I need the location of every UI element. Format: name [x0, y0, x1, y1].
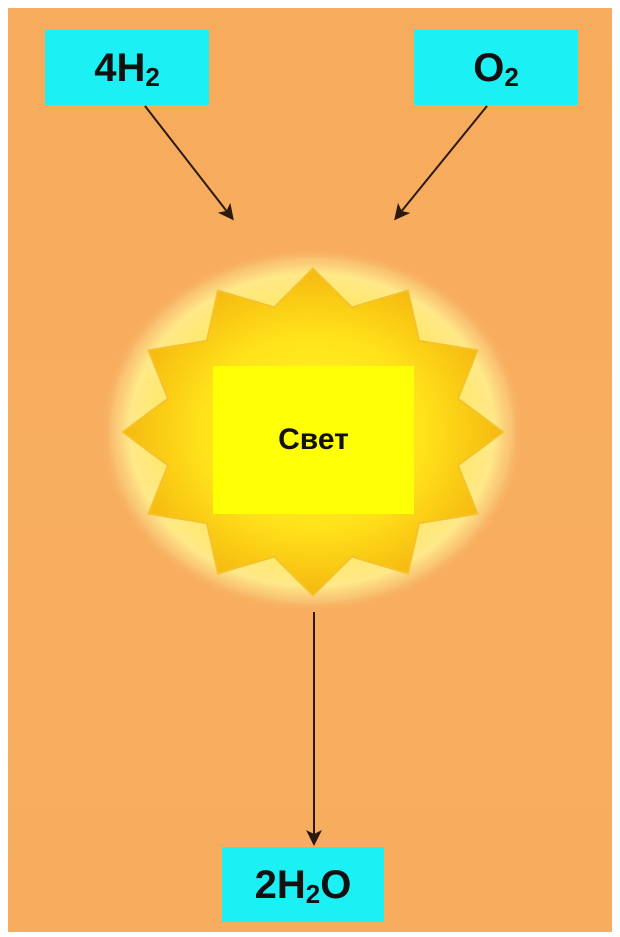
- hydrogen-coefficient: 4: [94, 45, 117, 90]
- oxygen-symbol: O: [473, 45, 505, 90]
- water-symbol-o: O: [320, 862, 352, 907]
- light-label: Свет: [278, 423, 349, 456]
- arrow-oxygen: [394, 105, 488, 221]
- water-coefficient: 2: [254, 862, 277, 907]
- water-symbol-h: H: [276, 862, 306, 907]
- oxygen-subscript: 2: [504, 61, 519, 92]
- water-subscript: 2: [305, 878, 321, 909]
- arrow-hydrogen: [144, 105, 234, 221]
- light-label-box: Свет: [213, 366, 414, 514]
- hydrogen-symbol: H: [116, 45, 146, 90]
- hydrogen-subscript: 2: [145, 61, 160, 92]
